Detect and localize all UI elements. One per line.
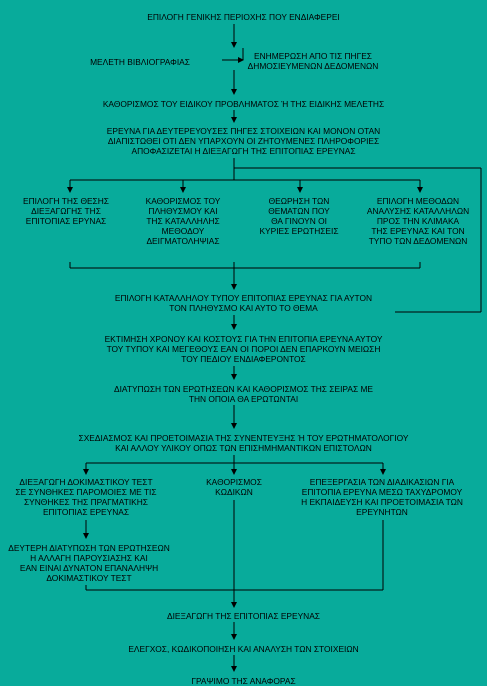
node-pilot-test-line: ΣΕ ΣΥΝΘΗΚΕΣ ΠΑΡΟΜΟΙΕΣ ΜΕ ΤΙΣ [15, 487, 157, 497]
node-define-population-line: ΠΛΗΘΥΣΜΟΥ ΚΑΙ [148, 206, 218, 216]
node-select-research-type-line: ΕΠΙΛΟΓΗ ΚΑΤΑΛΛΗΛΟΥ ΤΥΠΟΥ ΕΠΙΤΟΠΙΑΣ ΕΡΕΥΝ… [114, 293, 373, 303]
arrowhead [297, 187, 303, 193]
node-pilot-test: ΔΙΕΞΑΓΩΓΗ ΔΟΚΙΜΑΣΤΙΚΟΥ ΤΕΣΤ ΣΕ ΣΥΝΘΗΚΕΣ … [8, 477, 164, 517]
node-define-codes: ΚΑΘΟΡΙΣΜΟΣ ΚΩΔΙΚΩΝ [186, 477, 282, 497]
node-process-procedures-line: ΕΡΕΥΝΗΤΩΝ [356, 507, 408, 517]
node-formulate-questions: ΔΙΑΤΥΠΩΣΗ ΤΩΝ ΕΡΩΤΗΣΕΩΝ ΚΑΙ ΚΑΘΟΡΙΣΜΟΣ Τ… [0, 384, 487, 404]
node-define-population: ΚΑΘΟΡΙΣΜΟΣ ΤΟΥ ΠΛΗΘΥΣΜΟΥ ΚΑΙ ΤΗΣ ΚΑΤΑΛΛΗ… [128, 196, 238, 246]
node-select-location-line: ΕΠΙΛΟΓΗ ΤΗΣ ΘΕΣΗΣ [23, 196, 109, 206]
node-consider-topics-line: ΚΥΡΙΕΣ ΕΡΩΤΗΣΕΙΣ [259, 226, 339, 236]
arrowhead [417, 187, 423, 193]
node-consider-topics-line: ΘΕΜΑΤΩΝ ΠΟΥ [268, 206, 330, 216]
node-define-population-line: ΔΕΙΓΜΑΤΟΛΗΨΙΑΣ [146, 236, 220, 246]
arrowhead [231, 469, 237, 475]
node-secondary-sources-line: ΔΙΑΠΙΣΤΩΘΕΙ ΟΤΙ ΔΕΝ ΥΠΑΡΧΟΥΝ ΟΙ ΖΗΤΟΥΜΕΝ… [107, 136, 380, 146]
node-select-analysis-methods-line: ΠΡΟΣ ΤΗΝ ΚΛΙΜΑΚΑ [376, 216, 460, 226]
node-select-analysis-methods-line: ΑΝΑΛΥΣΗΣ ΚΑΤΑΛΛΗΛΩΝ [366, 206, 470, 216]
node-select-analysis-methods: ΕΠΙΛΟΓΗ ΜΕΘΟΔΩΝ ΑΝΑΛΥΣΗΣ ΚΑΤΑΛΛΗΛΩΝ ΠΡΟΣ… [356, 196, 480, 246]
node-second-formulation-line: Η ΑΛΛΑΓΗ ΠΑΡΟΥΣΙΑΣΗΣ ΚΑΙ [30, 553, 148, 563]
node-consider-topics-line: ΘΑ ΓΙΝΟΥΝ ΟΙ [271, 216, 327, 226]
node-literature-study: ΜΕΛΕΤΗ ΒΙΒΛΙΟΓΡΑΦΙΑΣ [90, 57, 190, 67]
node-select-analysis-methods-line: ΤΥΠΟ ΤΩΝ ΔΕΔΟΜΕΝΩΝ [368, 236, 468, 246]
node-process-procedures-line: Η ΕΚΠΑΙΔΕΥΣΗ ΚΑΙ ΠΡΟΕΤΟΙΜΑΣΙΑ ΤΩΝ [301, 497, 463, 507]
arrowheads [67, 42, 423, 672]
node-second-formulation-line: ΔΕΥΤΕΡΗ ΔΙΑΤΥΠΩΣΗ ΤΩΝ ΕΡΩΤΗΣΕΩΝ [8, 543, 170, 553]
node-select-general-area: ΕΠΙΛΟΓΗ ΓΕΝΙΚΗΣ ΠΕΡΙΟΧΗΣ ΠΟΥ ΕΝΔΙΑΦΕΡΕΙ [147, 12, 340, 22]
node-check-code-analyze: ΕΛΕΓΧΟΣ, ΚΩΔΙΚΟΠΟΙΗΣΗ ΚΑΙ ΑΝΑΛΥΣΗ ΤΩΝ ΣΤ… [128, 644, 359, 654]
node-design-questionnaire-line: ΚΑΙ ΑΛΛΟΥ ΥΛΙΚΟΥ ΟΠΩΣ ΤΩΝ ΕΠΙΣΗΜΗΜΑΝΤΙΚΩ… [115, 443, 372, 453]
node-select-analysis-methods-line: ΕΠΙΛΟΓΗ ΜΕΘΟΔΩΝ [376, 196, 460, 206]
node-estimate-time-cost: ΕΚΤΙΜΗΣΗ ΧΡΟΝΟΥ ΚΑΙ ΚΟΣΤΟΥΣ ΓΙΑ ΤΗΝ ΕΠΙΤ… [0, 334, 487, 364]
arrowhead [231, 634, 237, 640]
node-write-report: ΓΡΑΨΙΜΟ ΤΗΣ ΑΝΑΦΟΡΑΣ [191, 676, 296, 686]
node-secondary-sources-line: ΑΠΟΦΑΣΙΖΕΤΑΙ Η ΔΙΕΞΑΓΩΓΗ ΤΗΣ ΕΠΙΤΟΠΙΑΣ Ε… [131, 146, 356, 156]
node-secondary-sources-research: ΕΡΕΥΝΑ ΓΙΑ ΔΕΥΤΕΡΕΥΟΥΣΕΣ ΠΗΓΕΣ ΣΤΟΙΧΕΙΩΝ… [0, 126, 487, 156]
node-define-population-line: ΜΕΘΟΔΟΥ [161, 226, 205, 236]
arrowhead [231, 602, 237, 608]
node-formulate-questions-line: ΔΙΑΤΥΠΩΣΗ ΤΩΝ ΕΡΩΤΗΣΕΩΝ ΚΑΙ ΚΑΘΟΡΙΣΜΟΣ Τ… [113, 384, 374, 394]
arrowhead [380, 469, 386, 475]
node-formulate-questions-line: ΤΗΝ ΟΠΟΙΑ ΘΑ ΕΡΩΤΩΝΤΑΙ [188, 394, 299, 404]
node-second-formulation-line: ΕΑΝ ΕΙΝΑΙ ΔΥΝΑΤΟΝ ΕΠΑΝΑΛΗΨΗ [19, 563, 159, 573]
node-estimate-time-cost-line: ΤΟΥ ΤΥΠΟΥ ΚΑΙ ΜΕΓΕΘΟΥΣ ΕΑΝ ΟΙ ΠΟΡΟΙ ΔΕΝ … [106, 344, 381, 354]
arrowhead [238, 57, 244, 63]
node-select-analysis-methods-line: ΤΗΣ ΕΡΕΥΝΑΣ ΚΑΙ ΤΟΝ [371, 226, 465, 236]
arrowhead [231, 117, 237, 123]
node-process-procedures-line: ΕΠΙΤΟΠΙΑ ΕΡΕΥΝΑ ΜΕΣΩ ΤΑΧΥΔΡΟΜΟΥ [301, 487, 463, 497]
node-design-questionnaire-line: ΣΧΕΔΙΑΣΜΟΣ ΚΑΙ ΠΡΟΕΤΟΙΜΑΣΙΑ ΤΗΣ ΣΥΝΕΝΤΕΥ… [78, 433, 409, 443]
node-published-sources-line: ΕΝΗΜΕΡΩΣΗ ΑΠΟ ΤΙΣ ΠΗΓΕΣ [254, 51, 372, 61]
node-design-questionnaire: ΣΧΕΔΙΑΣΜΟΣ ΚΑΙ ΠΡΟΕΤΟΙΜΑΣΙΑ ΤΗΣ ΣΥΝΕΝΤΕΥ… [0, 433, 487, 453]
node-pilot-test-line: ΕΠΙΤΟΠΙΑΣ ΕΡΕΥΝΑΣ [42, 507, 130, 517]
arrowhead [231, 423, 237, 429]
arrowhead [67, 187, 73, 193]
node-consider-topics: ΘΕΩΡΗΣΗ ΤΩΝ ΘΕΜΑΤΩΝ ΠΟΥ ΘΑ ΓΙΝΟΥΝ ΟΙ ΚΥΡ… [240, 196, 358, 236]
node-conduct-research: ΔΙΕΞΑΓΩΓΗ ΤΗΣ ΕΠΙΤΟΠΙΑΣ ΕΡΕΥΝΑΣ [167, 611, 320, 621]
arrowhead [231, 284, 237, 290]
node-second-formulation: ΔΕΥΤΕΡΗ ΔΙΑΤΥΠΩΣΗ ΤΩΝ ΕΡΩΤΗΣΕΩΝ Η ΑΛΛΑΓΗ… [4, 543, 174, 583]
node-pilot-test-line: ΣΥΝΘΗΚΕΣ ΤΗΣ ΠΡΑΓΜΑΤΙΚΗΣ [24, 497, 148, 507]
arrowhead [180, 187, 186, 193]
node-pilot-test-line: ΔΙΕΞΑΓΩΓΗ ΔΟΚΙΜΑΣΤΙΚΟΥ ΤΕΣΤ [19, 477, 153, 487]
node-select-research-type: ΕΠΙΛΟΓΗ ΚΑΤΑΛΛΗΛΟΥ ΤΥΠΟΥ ΕΠΙΤΟΠΙΑΣ ΕΡΕΥΝ… [0, 293, 487, 313]
connector-lines [69, 24, 482, 668]
node-select-location-line: ΕΠΙΤΟΠΙΑΣ ΕΡΥΝΑΣ [25, 216, 107, 226]
node-define-codes-line: ΚΩΔΙΚΩΝ [215, 487, 253, 497]
node-define-problem: ΚΑΘΟΡΙΣΜΟΣ ΤΟΥ ΕΙΔΙΚΟΥ ΠΡΟΒΛΗΜΑΤΟΣ Ή ΤΗΣ… [102, 99, 385, 109]
node-estimate-time-cost-line: ΕΚΤΙΜΗΣΗ ΧΡΟΝΟΥ ΚΑΙ ΚΟΣΤΟΥΣ ΓΙΑ ΤΗΝ ΕΠΙΤ… [104, 334, 383, 344]
node-define-population-line: ΤΗΣ ΚΑΤΑΛΛΗΛΗΣ [146, 216, 220, 226]
arrowhead [231, 666, 237, 672]
arrowhead [231, 89, 237, 95]
node-select-location-line: ΔΙΕΞΑΓΩΓΗΣ ΤΗΣ [31, 206, 101, 216]
node-select-location: ΕΠΙΛΟΓΗ ΤΗΣ ΘΕΣΗΣ ΔΙΕΞΑΓΩΓΗΣ ΤΗΣ ΕΠΙΤΟΠΙ… [6, 196, 126, 226]
node-define-population-line: ΚΑΘΟΡΙΣΜΟΣ ΤΟΥ [145, 196, 221, 206]
arrowhead [231, 42, 237, 48]
node-estimate-time-cost-line: ΤΟΥ ΠΕΔΙΟΥ ΕΝΔΙΑΦΕΡΟΝΤΟΣ [181, 354, 306, 364]
node-second-formulation-line: ΔΟΚΙΜΑΣΤΙΚΟΥ ΤΕΣΤ [46, 573, 132, 583]
node-secondary-sources-line: ΕΡΕΥΝΑ ΓΙΑ ΔΕΥΤΕΡΕΥΟΥΣΕΣ ΠΗΓΕΣ ΣΤΟΙΧΕΙΩΝ… [106, 126, 381, 136]
node-process-procedures-line: ΕΠΕΞΕΡΓΑΣΙΑ ΤΩΝ ΔΙΑΔΙΚΑΣΙΩΝ ΓΙΑ [309, 477, 455, 487]
arrowhead [231, 374, 237, 380]
node-define-codes-line: ΚΑΘΟΡΙΣΜΟΣ [206, 477, 262, 487]
node-published-sources: ΕΝΗΜΕΡΩΣΗ ΑΠΟ ΤΙΣ ΠΗΓΕΣ ΔΗΜΟΣΙΕΥΜΕΝΩΝ ΔΕ… [228, 51, 398, 71]
node-consider-topics-line: ΘΕΩΡΗΣΗ ΤΩΝ [268, 196, 330, 206]
arrowhead [83, 469, 89, 475]
node-process-procedures: ΕΠΕΞΕΡΓΑΣΙΑ ΤΩΝ ΔΙΑΔΙΚΑΣΙΩΝ ΓΙΑ ΕΠΙΤΟΠΙΑ… [282, 477, 482, 517]
arrowhead [83, 533, 89, 539]
node-select-research-type-line: ΤΟΝ ΠΛΗΘΥΣΜΟ ΚΑΙ ΑΥΤΟ ΤΟ ΘΕΜΑ [169, 303, 318, 313]
node-published-sources-line: ΔΗΜΟΣΙΕΥΜΕΝΩΝ ΔΕΔΟΜΕΝΩΝ [247, 61, 379, 71]
arrowhead [231, 324, 237, 330]
